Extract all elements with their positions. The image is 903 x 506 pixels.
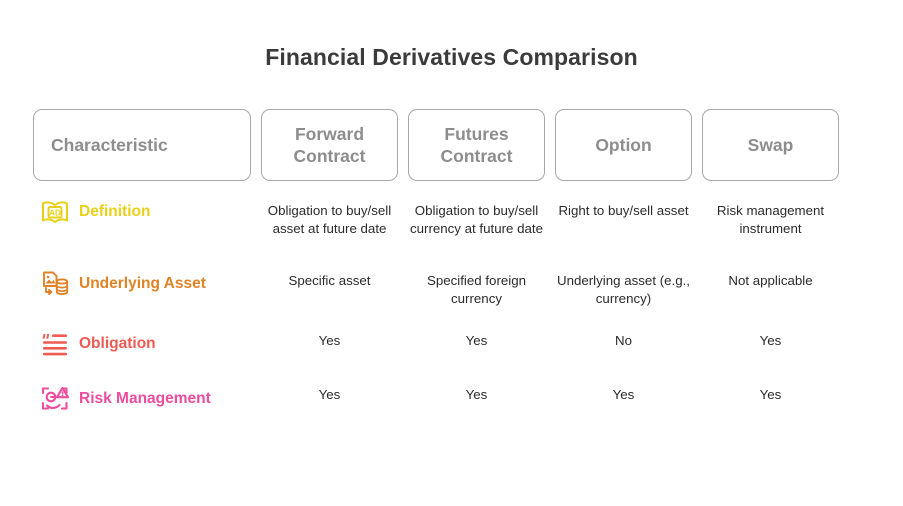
header-cell-characteristic[interactable]: Characteristic: [33, 109, 251, 181]
cell-obligation-option: No: [615, 333, 632, 348]
table-row: Obligation Yes Yes No Yes: [33, 321, 862, 376]
cell-obligation-futures: Yes: [465, 333, 488, 348]
table-row: AD Definition Obligation to buy/sell ass…: [33, 181, 862, 259]
row-label-text-obligation: Obligation: [79, 334, 156, 352]
dictionary-book-ad-icon: AD: [42, 201, 68, 223]
header-cell-swap[interactable]: Swap: [702, 109, 839, 181]
cell-underlying-asset-forward: Specific asset: [288, 273, 371, 288]
comparison-table: Characteristic Forward Contract Futures …: [33, 109, 862, 431]
cell-risk-management-forward: Yes: [318, 387, 341, 402]
document-image-database-icon: [43, 271, 69, 296]
svg-text:AD: AD: [49, 208, 61, 217]
cell-risk-management-swap: Yes: [759, 387, 782, 402]
row-label-text-definition: Definition: [79, 203, 151, 220]
cell-underlying-asset-option: Underlying asset (e.g., currency): [556, 273, 691, 306]
cell-underlying-asset-swap: Not applicable: [728, 273, 813, 288]
header-label-characteristic: Characteristic: [51, 134, 168, 155]
cell-risk-management-futures: Yes: [465, 387, 488, 402]
row-label-text-risk-management: Risk Management: [79, 389, 211, 407]
page-title: Financial Derivatives Comparison: [265, 44, 638, 70]
header-cell-forward-contract[interactable]: Forward Contract: [261, 109, 398, 181]
face-scan-warning-icon: [41, 386, 70, 410]
header-cell-option[interactable]: Option: [555, 109, 692, 181]
header-cell-futures-contract[interactable]: Futures Contract: [408, 109, 545, 181]
quote-lines-icon: [42, 333, 67, 355]
header-label-option: Option: [595, 134, 652, 155]
header-label-forward-contract: Forward Contract: [294, 123, 366, 168]
cell-underlying-asset-futures: Specified foreign currency: [426, 273, 527, 306]
table-row: Underlying Asset Specific asset Specifie…: [33, 259, 862, 321]
row-label-underlying-asset[interactable]: Underlying Asset: [33, 259, 251, 309]
header-label-futures-contract: Futures Contract: [441, 123, 513, 168]
cell-obligation-forward: Yes: [318, 333, 341, 348]
table-body: AD Definition Obligation to buy/sell ass…: [33, 181, 862, 431]
row-label-definition[interactable]: AD Definition: [33, 187, 251, 237]
cell-definition-option: Right to buy/sell asset: [558, 203, 689, 218]
header-label-futures-contract-line2: Contract: [440, 146, 513, 166]
row-label-text-underlying-asset: Underlying Asset: [79, 275, 206, 292]
cell-definition-forward: Obligation to buy/sell asset at future d…: [267, 203, 392, 236]
table-header-row: Characteristic Forward Contract Futures …: [33, 109, 862, 181]
row-label-obligation[interactable]: Obligation: [33, 321, 251, 366]
cell-obligation-swap: Yes: [759, 333, 782, 348]
table-row: Risk Management Yes Yes Yes Yes: [33, 376, 862, 431]
cell-definition-swap: Risk management instrument: [716, 203, 825, 236]
cell-definition-futures: Obligation to buy/sell currency at futur…: [409, 203, 544, 236]
header-label-swap: Swap: [747, 134, 794, 155]
header-label-forward-contract-line1: Forward: [294, 123, 365, 144]
cell-risk-management-option: Yes: [612, 387, 635, 402]
row-label-risk-management[interactable]: Risk Management: [33, 376, 251, 421]
header-label-futures-contract-line1: Futures: [444, 123, 509, 144]
header-label-forward-contract-line2: Contract: [293, 146, 366, 166]
